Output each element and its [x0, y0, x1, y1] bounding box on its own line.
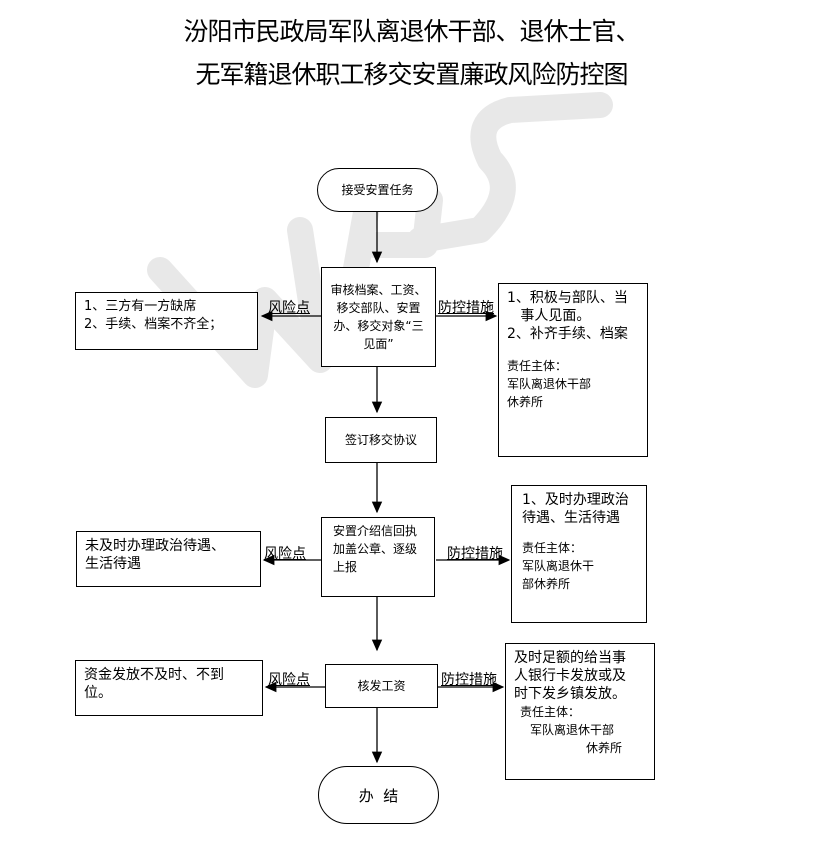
step-pay-salary: 核发工资: [325, 664, 438, 708]
control3-resp: 军队离退休干部: [530, 723, 615, 737]
control2-item: 待遇、生活待遇: [522, 510, 620, 526]
control-box-1: 1、积极与部队、当 事人见面。 2、补齐手续、档案 责任主体： 军队离退休干部 …: [498, 283, 648, 457]
step3-line: 安置介绍信回执: [333, 524, 418, 538]
step1-line: 审核档案、工资、: [330, 283, 427, 297]
start-node-label: 接受安置任务: [341, 183, 414, 197]
step3-line: 上报: [333, 560, 358, 574]
control1-resp: 军队离退休干部: [507, 377, 592, 391]
control-box-3: 及时足额的给当事 人银行卡发放或及 时下发乡镇发放。 责任主体： 军队离退休干部…: [505, 643, 655, 780]
title-line-1: 汾阳市民政局军队离退休干部、退休士官、: [183, 17, 640, 46]
step1-line: 见面”: [363, 337, 394, 351]
control2-resp: 军队离退休干: [522, 559, 595, 573]
risk2-line: 生活待遇: [85, 556, 141, 572]
step3-line: 加盖公章、逐级: [333, 542, 418, 556]
control3-item: 时下发乡镇发放。: [514, 686, 626, 702]
title-line-2: 无军籍退休职工移交安置廉政风险防控图: [195, 60, 628, 89]
control3-resp: 责任主体：: [520, 705, 581, 719]
control3-item: 人银行卡发放或及: [514, 668, 626, 684]
control1-item: 2、补齐手续、档案: [507, 326, 628, 342]
risk2-line: 未及时办理政治待遇、: [85, 538, 225, 554]
control3-resp: 休养所: [586, 741, 623, 755]
risk-box-1: 1、三方有一方缺席 2、手续、档案不齐全；: [75, 292, 258, 350]
step-review-files: 审核档案、工资、 移交部队、安置 办、移交对象“三 见面”: [321, 267, 436, 367]
step2-label: 签订移交协议: [344, 433, 417, 447]
control-label-3: 防控措施: [441, 672, 497, 688]
step1-line: 移交部队、安置: [336, 301, 421, 315]
risk3-line: 资金发放不及时、不到: [84, 667, 224, 683]
risk-label-3: 风险点: [268, 672, 310, 688]
risk1-line: 1、三方有一方缺席: [84, 299, 197, 314]
control1-item: 事人见面。: [507, 308, 591, 324]
end-node-label: 办 结: [358, 786, 399, 805]
step1-line: 办、移交对象“三: [333, 319, 424, 333]
control-box-2: 1、及时办理政治 待遇、生活待遇 责任主体： 军队离退休干 部休养所: [511, 485, 647, 623]
control1-resp: 责任主体：: [507, 359, 568, 373]
control2-item: 1、及时办理政治: [522, 492, 629, 508]
risk-label-1: 风险点: [268, 300, 310, 316]
step-report-receipt: 安置介绍信回执 加盖公章、逐级 上报: [321, 517, 435, 597]
control2-resp: 责任主体：: [522, 541, 583, 555]
control-label-1: 防控措施: [438, 300, 494, 316]
risk-label-2: 风险点: [264, 546, 306, 562]
control1-item: 1、积极与部队、当: [507, 290, 628, 306]
control2-resp: 部休养所: [522, 577, 571, 591]
start-node: 接受安置任务: [317, 168, 438, 212]
risk3-line: 位。: [84, 685, 112, 701]
risk-box-2: 未及时办理政治待遇、 生活待遇: [76, 531, 261, 587]
step-sign-agreement: 签订移交协议: [325, 417, 437, 463]
step4-label: 核发工资: [357, 679, 406, 693]
risk-box-3: 资金发放不及时、不到 位。: [75, 660, 263, 716]
risk1-line: 2、手续、档案不齐全；: [84, 317, 223, 332]
end-node: 办 结: [318, 766, 439, 824]
control-label-2: 防控措施: [447, 546, 503, 562]
control1-resp: 休养所: [507, 395, 544, 409]
control3-item: 及时足额的给当事: [514, 650, 626, 666]
